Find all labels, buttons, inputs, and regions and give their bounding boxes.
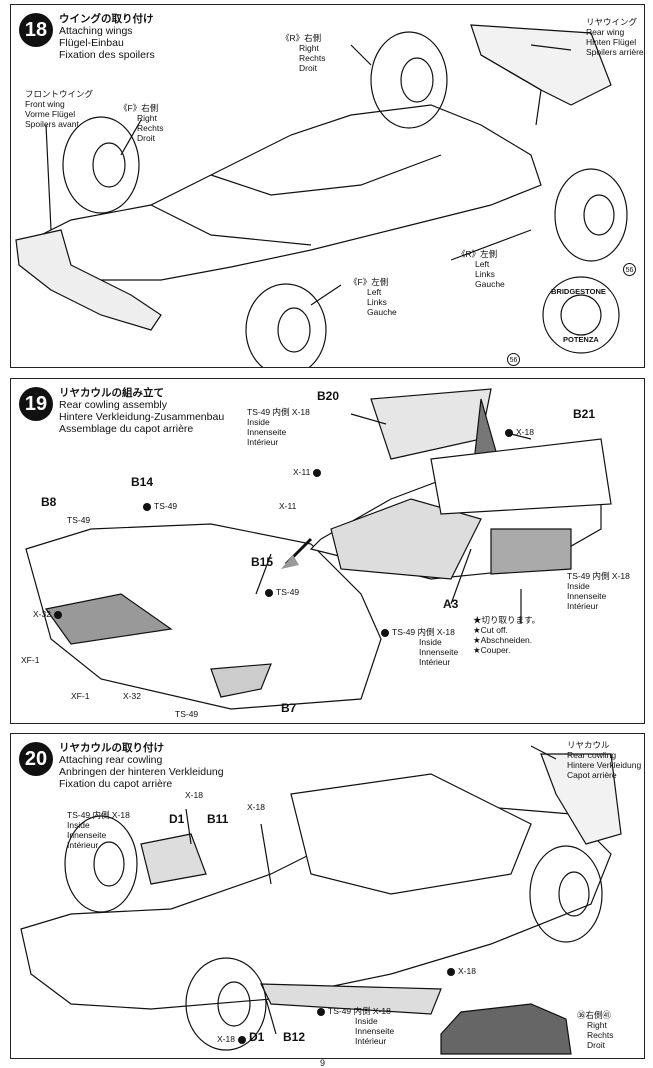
cut-off-note: ★切り取ります。★Cut off. ★Abschneiden.★Couper. — [473, 615, 541, 655]
part-b7: B7 — [281, 701, 297, 715]
part-b15: B15 — [251, 555, 274, 569]
x11-upper: X-11 — [293, 467, 324, 477]
x11-lower: X-11 — [279, 501, 297, 511]
title-de: Anbringen der hinteren Verkleidung — [59, 766, 224, 778]
title-fr: Fixation des spoilers — [59, 49, 155, 61]
xf1-bottom: XF-1 — [71, 691, 90, 701]
step-19-drawing — [25, 388, 612, 710]
step-title: リヤカウルの組み立て Rear cowling assembly Hintere… — [59, 387, 224, 435]
ts49-b8: TS-49 — [67, 515, 91, 525]
step-number: 20 — [19, 742, 53, 776]
x18-upper-left: X-18 — [185, 790, 203, 800]
tire-brand: BRIDGESTONE — [551, 287, 606, 296]
title-en: Attaching wings — [59, 25, 133, 37]
title-de: Flügel-Einbau — [59, 37, 124, 49]
part-b20: B20 — [317, 389, 340, 403]
x18-right: X-18 — [505, 427, 534, 437]
xf1-left: XF-1 — [21, 655, 40, 665]
step-title: ウイングの取り付け Attaching wings Flügel-Einbau … — [59, 13, 155, 61]
title-en: Rear cowling assembly — [59, 399, 167, 411]
x32-bottom: X-32 — [123, 691, 141, 701]
part-b21: B21 — [573, 407, 596, 421]
title-jp: ウイングの取り付け — [59, 13, 154, 25]
part-b11: B11 — [207, 812, 229, 826]
step-20-panel: 20 リヤカウルの取り付け Attaching rear cowling Anb… — [10, 733, 645, 1059]
step-20-drawing — [20, 745, 622, 1055]
step-19-panel: 19 リヤカウルの組み立て Rear cowling assembly Hint… — [10, 378, 645, 724]
tire-sub: POTENZA — [563, 335, 599, 344]
part-b12: B12 — [283, 1030, 306, 1044]
part-d1-top: D1 — [169, 812, 185, 826]
part-56-bottom: 56 — [507, 353, 520, 366]
part-d1-bottom: D1 — [249, 1030, 265, 1044]
ts49-b14: TS-49 — [143, 501, 177, 511]
title-fr: Assemblage du capot arrière — [59, 423, 194, 435]
title-de: Hintere Verkleidung-Zusammenbau — [59, 411, 225, 423]
step-title: リヤカウルの取り付け Attaching rear cowling Anbrin… — [59, 742, 224, 790]
title-jp: リヤカウルの組み立て — [59, 387, 164, 399]
part-b8: B8 — [41, 495, 57, 509]
ts49-inside-mid: TS-49 内側 X-18 Inside Innenseite Intérieu… — [381, 627, 458, 667]
step-18-panel: 18 ウイングの取り付け Attaching wings Flügel-Einb… — [10, 4, 645, 368]
page-number: 9 — [320, 1058, 326, 1068]
step-number: 19 — [19, 387, 53, 421]
step-number: 18 — [19, 13, 53, 47]
part-b14: B14 — [131, 475, 154, 489]
x32-left: X-32 — [33, 609, 65, 619]
part-56-top: 56 — [623, 263, 636, 276]
part-a3: A3 — [443, 597, 459, 611]
ts49-bottom: TS-49 — [175, 709, 199, 719]
step-18-drawing — [15, 24, 628, 367]
x18-bottom: X-18 — [217, 1034, 249, 1044]
ts49-b15: TS-49 — [265, 587, 299, 597]
x18-right: X-18 — [447, 966, 476, 976]
ts49-inside-bottom: TS-49 内側 X-18 Inside Innenseite Intérieu… — [317, 1006, 394, 1046]
title-fr: Fixation du capot arrière — [59, 778, 173, 790]
title-jp: リヤカウルの取り付け — [59, 742, 164, 754]
title-en: Attaching rear cowling — [59, 754, 163, 766]
x18-upper-right: X-18 — [247, 802, 265, 812]
